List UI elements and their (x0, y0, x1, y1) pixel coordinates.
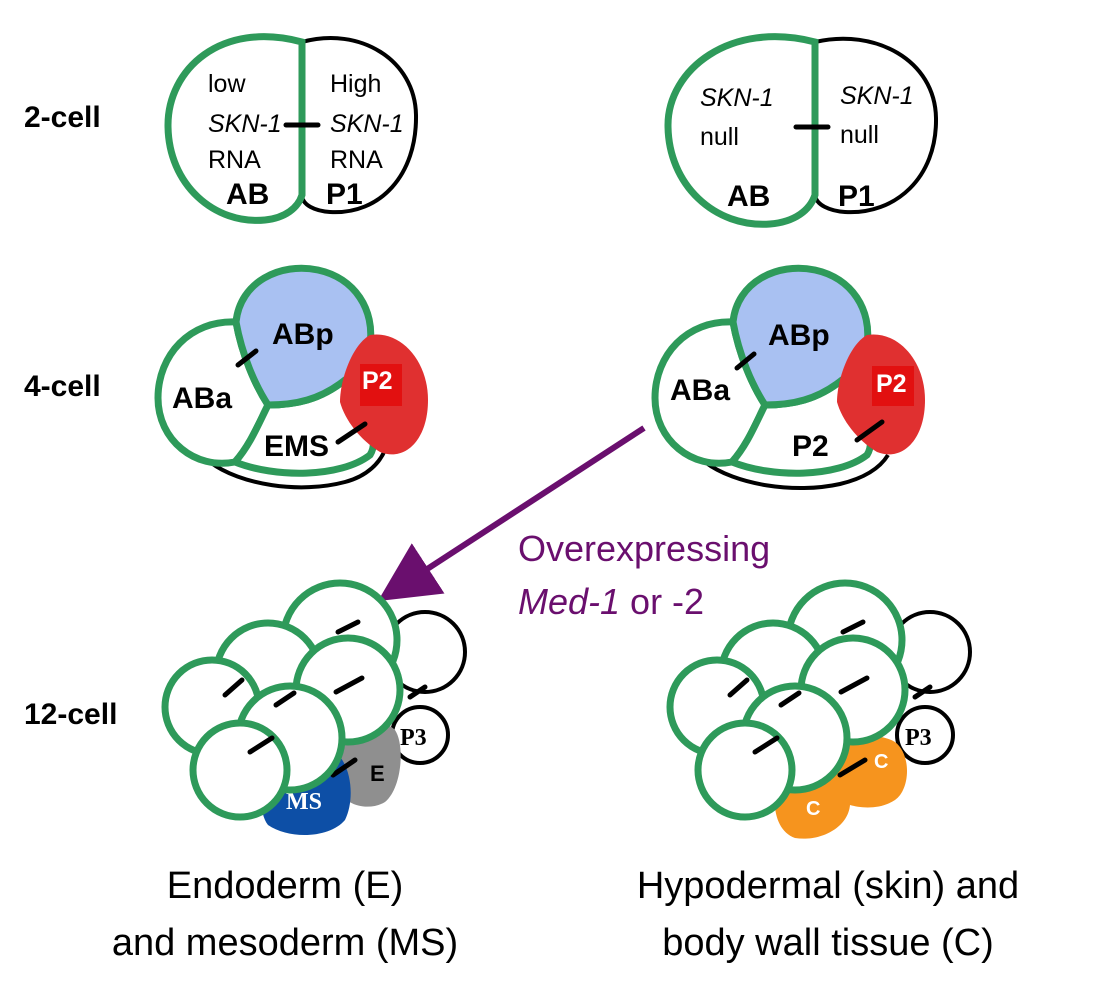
ems-name-label: EMS (264, 430, 329, 463)
ab-name-label: AB (226, 178, 269, 211)
aba-name-label: ABa (172, 382, 232, 415)
arrow-label-rest: or -2 (620, 581, 704, 622)
arrow-label-line1: Overexpressing (518, 528, 770, 569)
junction-marker-p3 (407, 684, 428, 700)
ab-cell (164, 33, 306, 224)
abp-name-label: ABp (768, 319, 830, 352)
junction-marker-c-c (837, 757, 868, 778)
junction-marker-ems-p2 (335, 421, 368, 445)
junction-marker (335, 619, 361, 635)
row-label-12cell: 12-cell (24, 698, 117, 731)
ab-null-label: null (700, 123, 739, 151)
p3-name-label: P3 (400, 725, 427, 751)
ab-skn1-label: SKN-1 (700, 84, 774, 112)
p1-null-label: null (840, 121, 879, 149)
caption-right-line2: body wall tissue (C) (662, 922, 994, 964)
p1-cell (300, 36, 419, 215)
c-name-label-1: C (806, 798, 820, 820)
null-4cell-embryo: ABp ABa P2 P2 (651, 264, 925, 490)
p1-high-label: High (330, 70, 381, 98)
caption-right-line1: Hypodermal (skin) and (637, 865, 1019, 907)
p3-name-label: P3 (905, 725, 932, 751)
null-12cell-embryo: P3 C C (666, 579, 972, 839)
wild-type-4cell-embryo: ABp ABa P2 EMS (154, 264, 428, 490)
overexpression-arrow (377, 425, 646, 602)
junction-marker-aba-abp (235, 348, 259, 368)
wild-type-2cell-embryo: low SKN-1 RNA High SKN-1 RNA AB P1 (164, 33, 419, 224)
p2-label-box (360, 364, 402, 406)
p1-skn1-label: SKN-1 (330, 110, 404, 138)
p2-bottom-name-label: P2 (792, 430, 829, 463)
embryo-cell (694, 719, 796, 821)
ab-cell (664, 33, 819, 228)
abp-name-label: ABp (272, 318, 334, 351)
junction-marker (752, 735, 780, 755)
arrow-label-line2: Med-1 or -2 (518, 581, 704, 622)
junction-marker-ms-e (330, 757, 358, 778)
aba-name-label: ABa (670, 374, 730, 407)
junction-marker (840, 619, 866, 635)
junction-marker (778, 690, 802, 708)
ab-low-label: low (208, 70, 246, 98)
junction-marker (333, 675, 365, 695)
row-label-2cell: 2-cell (24, 101, 101, 134)
p1-skn1-label: SKN-1 (840, 82, 914, 110)
p2-name-label: P2 (362, 367, 393, 395)
p2-name-label: P2 (876, 370, 907, 398)
junction-marker (247, 735, 275, 755)
junction-marker (222, 677, 245, 698)
ab-name-label: AB (727, 180, 770, 213)
p1-rna-label: RNA (330, 146, 383, 174)
ab-skn1-label: SKN-1 (208, 110, 282, 138)
caption-left-line1: Endoderm (E) (167, 865, 404, 907)
p1-cell (813, 36, 939, 215)
c-name-label-2: C (874, 751, 888, 773)
e-name-label: E (370, 761, 385, 786)
arrow-label-gene: Med-1 (518, 581, 620, 622)
junction-marker (838, 675, 870, 695)
junction-marker-p2-p2 (854, 419, 885, 443)
p3-cell (895, 705, 955, 765)
junction-marker-p3 (912, 684, 933, 700)
row-label-4cell: 4-cell (24, 370, 101, 403)
p1-name-label: P1 (326, 178, 363, 211)
junction-marker (273, 690, 297, 708)
ab-rna-label: RNA (208, 146, 261, 174)
null-2cell-embryo: SKN-1 null SKN-1 null AB P1 (664, 33, 939, 228)
wild-type-12cell-embryo: P3 E MS (161, 579, 467, 836)
embryo-cell (189, 719, 291, 821)
junction-marker-aba-abp (734, 351, 757, 371)
junction-marker (727, 677, 750, 698)
p2-label-box (872, 366, 914, 406)
caption-left-line2: and mesoderm (MS) (112, 922, 458, 964)
p1-name-label: P1 (838, 180, 875, 213)
